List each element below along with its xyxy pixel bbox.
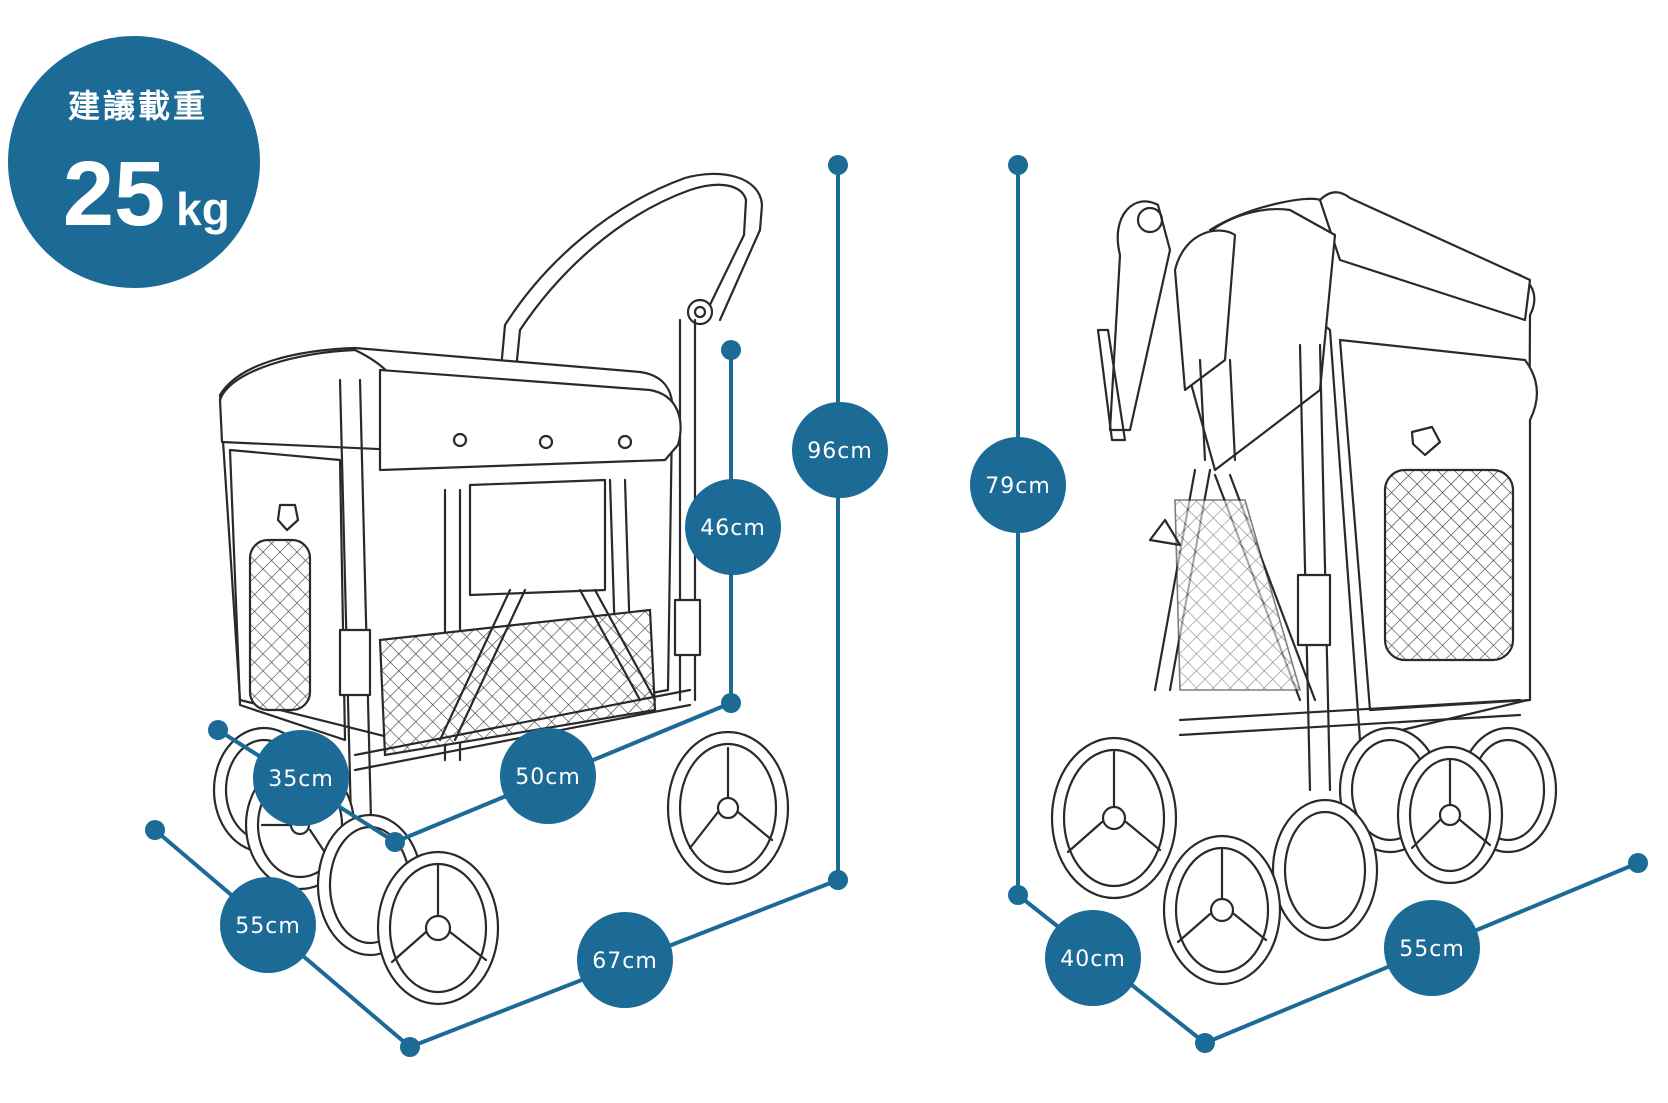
load-capacity-badge: 建議載重 25 kg [8, 36, 260, 288]
svg-text:79cm: 79cm [985, 474, 1051, 499]
badge-unit: kg [176, 183, 230, 235]
dim-bubble-open-length: 67cm [577, 912, 673, 1008]
dim-bubble-open-basket-width: 35cm [253, 730, 349, 826]
svg-text:55cm: 55cm [1399, 937, 1465, 962]
svg-text:35cm: 35cm [268, 767, 334, 792]
svg-text:50cm: 50cm [515, 765, 581, 790]
front-wheel-right [666, 730, 790, 886]
folded-wheel-large [1050, 736, 1178, 900]
dim-endpoint [828, 155, 848, 175]
svg-text:55cm: 55cm [235, 914, 301, 939]
dim-endpoint [145, 820, 165, 840]
dim-bubble-open-total-height: 96cm [792, 402, 888, 498]
dim-bubble-folded-width: 55cm [1384, 900, 1480, 996]
dim-bubble-open-width: 55cm [220, 877, 316, 973]
svg-text:67cm: 67cm [592, 949, 658, 974]
svg-text:46cm: 46cm [700, 516, 766, 541]
dim-bubble-open-basket-height: 46cm [685, 479, 781, 575]
front-wheel-left [376, 850, 500, 1006]
dim-endpoint [721, 340, 741, 360]
stroller-folded-illustration [1050, 191, 1558, 986]
dim-endpoint [208, 720, 228, 740]
folded-wheel-front [1162, 834, 1282, 986]
dim-bubble-open-basket-length: 50cm [500, 728, 596, 824]
badge-value: 25 [63, 143, 165, 245]
dim-bubble-folded-height: 79cm [970, 437, 1066, 533]
stroller-open-illustration [212, 172, 790, 1006]
svg-text:96cm: 96cm [807, 439, 873, 464]
dim-endpoint [1008, 155, 1028, 175]
dim-bubble-folded-depth: 40cm [1045, 910, 1141, 1006]
badge-title: 建議載重 [68, 87, 208, 125]
svg-text:40cm: 40cm [1060, 947, 1126, 972]
folded-wheel-center [1271, 798, 1379, 942]
dim-endpoint [1628, 853, 1648, 873]
folded-wheel-mid [1396, 745, 1504, 885]
